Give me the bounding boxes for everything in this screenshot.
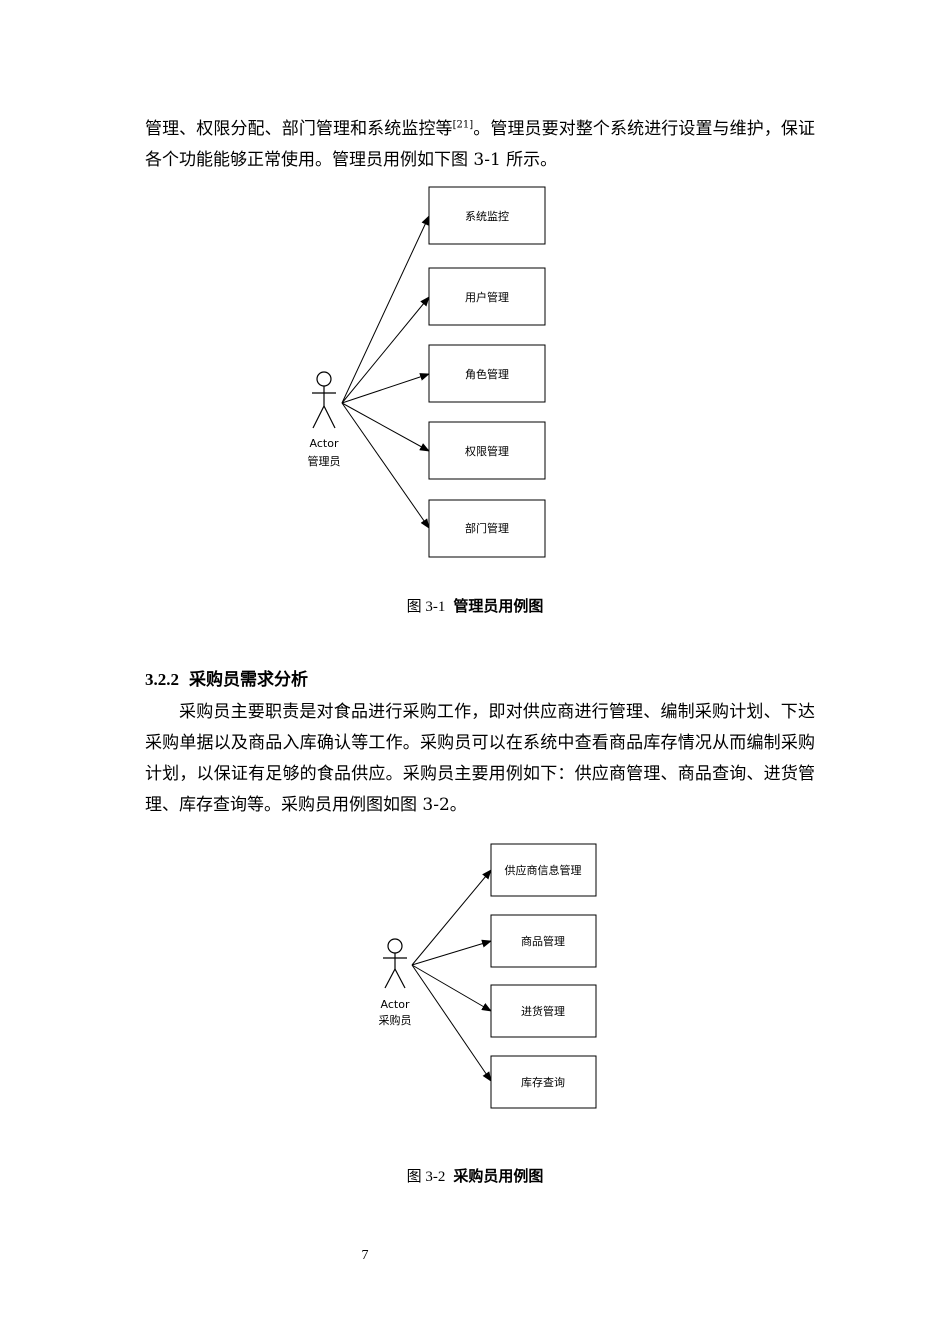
association-arrow (341, 215, 430, 404)
intro-text-before-ref: 管理、权限分配、部门管理和系统监控等 (145, 119, 453, 139)
association-arrow (341, 402, 430, 529)
use-case-box (428, 499, 546, 558)
use-case-box (490, 914, 597, 968)
association-arrow (411, 964, 492, 1012)
use-case-box (428, 421, 546, 480)
figure1-actor-role: Actor (310, 437, 339, 450)
use-case-box (428, 344, 546, 403)
use-case-label: 权限管理 (465, 444, 509, 458)
use-case-label: 用户管理 (465, 290, 509, 304)
actor-left-leg (384, 968, 396, 989)
use-case-label: 商品管理 (521, 934, 565, 948)
use-case-box (490, 843, 597, 897)
figure2-actor-role: Actor (381, 998, 410, 1011)
intro-text-after-ref: 。管理员要对整个系统进行设置与维护，保证各个功能能够正常使用。管理员用例如下图 … (145, 119, 816, 170)
use-case-box (428, 186, 546, 245)
actor-head (387, 938, 403, 954)
figure1-caption-number: 图 3-1 (406, 599, 446, 615)
use-case-label: 进货管理 (521, 1004, 565, 1018)
use-case-box (428, 267, 546, 326)
section-number: 3.2.2 (145, 670, 179, 689)
figure2-actor-name: 采购员 (379, 1013, 412, 1027)
association-arrow (411, 869, 492, 966)
association-arrow (341, 296, 430, 404)
association-arrow (341, 402, 430, 452)
association-arrow (341, 373, 430, 404)
figure1-caption: 图 3-1 管理员用例图 (0, 595, 950, 616)
figure2-caption-title: 采购员用例图 (453, 1167, 544, 1185)
use-case-box (490, 1055, 597, 1109)
use-case-box (490, 984, 597, 1038)
actor-left-leg (312, 405, 325, 429)
use-case-label: 角色管理 (465, 367, 509, 381)
page-number: 7 (361, 1248, 369, 1263)
actor-right-leg (323, 405, 336, 429)
section-title: 采购员需求分析 (189, 670, 308, 690)
figure1-actor-name: 管理员 (308, 454, 341, 468)
section-heading: 3.2.2 采购员需求分析 (145, 666, 308, 694)
use-case-label: 部门管理 (465, 521, 509, 535)
use-case-label: 供应商信息管理 (505, 863, 582, 877)
use-case-label: 系统监控 (465, 209, 509, 223)
section-paragraph: 采购员主要职责是对食品进行采购工作，即对供应商进行管理、编制采购计划、下达采购单… (145, 702, 815, 815)
figure2-actor: Actor 采购员 (379, 938, 412, 1027)
use-case-label: 库存查询 (521, 1075, 565, 1089)
figure1-actor: Actor 管理员 (308, 371, 341, 468)
figure2-caption: 图 3-2 采购员用例图 (0, 1165, 950, 1186)
intro-paragraph: 管理、权限分配、部门管理和系统监控等[21]。管理员要对整个系统进行设置与维护，… (145, 114, 815, 176)
association-arrow (411, 964, 492, 1082)
association-arrow (411, 939, 492, 966)
figure1-use-cases: 系统监控 用户管理 角色管理 权限管理 部门管理 (341, 186, 546, 558)
figure1-caption-title: 管理员用例图 (453, 597, 544, 615)
citation-ref: [21] (452, 119, 474, 131)
actor-head (316, 371, 332, 387)
figure2-use-cases: 供应商信息管理 商品管理 进货管理 库存查询 (411, 843, 597, 1109)
figure2-caption-number: 图 3-2 (406, 1169, 446, 1185)
actor-right-leg (394, 968, 406, 989)
